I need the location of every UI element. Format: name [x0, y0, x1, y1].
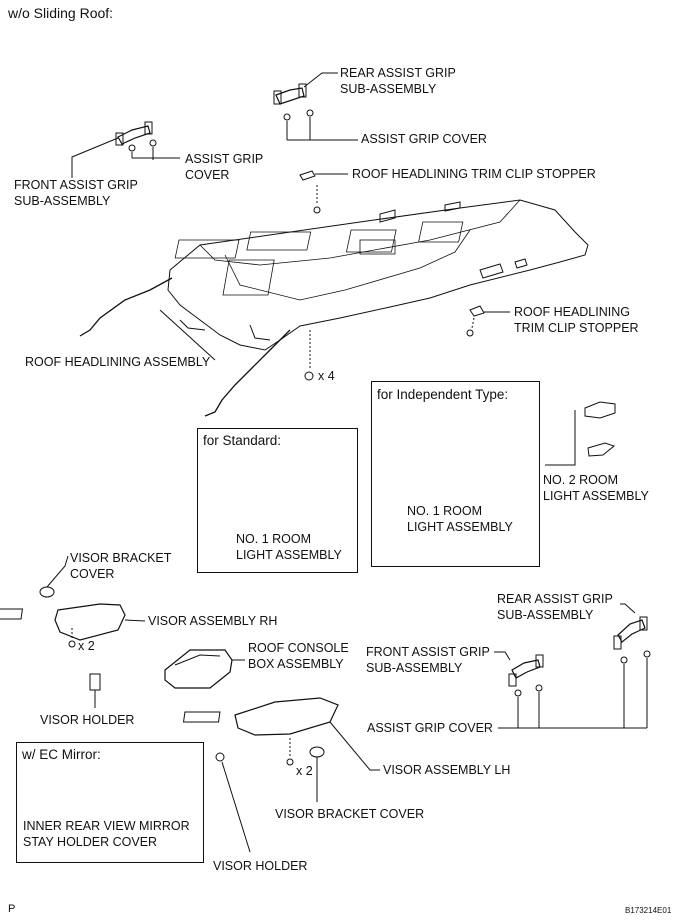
- label-line: TRIM CLIP STOPPER: [514, 320, 639, 335]
- standard-room-light-label: NO. 1 ROOM LIGHT ASSEMBLY: [236, 532, 342, 563]
- label-assist-grip-cover-bottom: ASSIST GRIP COVER: [367, 721, 493, 735]
- footer-left: P: [8, 903, 16, 915]
- label-rear-assist-grip-top: REAR ASSIST GRIP SUB-ASSEMBLY: [340, 66, 456, 97]
- label-line: NO. 1 ROOM: [407, 504, 483, 518]
- clip-stopper-right: [466, 305, 510, 337]
- label-line: FRONT ASSIST GRIP: [14, 178, 138, 192]
- label-line: NO. 1 ROOM: [236, 532, 312, 546]
- label-line: LIGHT ASSEMBLY: [543, 488, 649, 503]
- front-assist-grip-bottom: [494, 651, 647, 729]
- footer-code: B173214E01: [625, 906, 672, 915]
- diagram-header: w/o Sliding Roof:: [8, 5, 114, 21]
- no2-room-light: [545, 401, 616, 466]
- label-front-assist-grip-bottom: FRONT ASSIST GRIP SUB-ASSEMBLY: [366, 645, 490, 676]
- front-assist-grip-top: [71, 121, 180, 178]
- label-no2-room-light: NO. 2 ROOM LIGHT ASSEMBLY: [543, 473, 649, 504]
- label-clip-stopper-right: ROOF HEADLINING TRIM CLIP STOPPER: [514, 305, 639, 336]
- independent-box-title: for Independent Type:: [377, 387, 509, 402]
- label-line: SUB-ASSEMBLY: [340, 81, 437, 96]
- label-x4: x 4: [318, 369, 335, 383]
- label-roof-console: ROOF CONSOLE BOX ASSEMBLY: [248, 641, 349, 672]
- label-line: SUB-ASSEMBLY: [497, 607, 594, 622]
- label-visor-rh: VISOR ASSEMBLY RH: [148, 614, 278, 628]
- label-line: NO. 2 ROOM: [543, 473, 619, 487]
- label-line: VISOR BRACKET: [70, 551, 172, 565]
- label-front-assist-grip-top: FRONT ASSIST GRIP SUB-ASSEMBLY: [14, 178, 138, 209]
- clip-stopper-top: [299, 170, 348, 214]
- visor-rh-group: [0, 555, 146, 708]
- roof-headlining-panel: [79, 199, 589, 417]
- roof-console-group: [164, 649, 245, 689]
- label-assist-grip-cover-left: ASSIST GRIP COVER: [185, 152, 263, 183]
- ec-mirror-label: INNER REAR VIEW MIRROR STAY HOLDER COVER: [23, 819, 190, 850]
- label-line: STAY HOLDER COVER: [23, 834, 158, 849]
- label-line: BOX ASSEMBLY: [248, 656, 344, 671]
- label-visor-holder-left: VISOR HOLDER: [40, 713, 135, 727]
- label-visor-bracket-cover-left: VISOR BRACKET COVER: [70, 551, 171, 582]
- label-line: ROOF CONSOLE: [248, 641, 349, 655]
- label-line: REAR ASSIST GRIP: [340, 66, 456, 80]
- rear-assist-grip-top: [273, 72, 358, 141]
- label-clip-stopper-top: ROOF HEADLINING TRIM CLIP STOPPER: [352, 167, 596, 181]
- rear-assist-grip-bottom: [613, 603, 651, 728]
- label-line: REAR ASSIST GRIP: [497, 592, 613, 606]
- independent-type-box: for Independent Type: NO. 1 ROOM LIGHT A…: [371, 381, 540, 567]
- ec-mirror-box-title: w/ EC Mirror:: [22, 747, 101, 762]
- ec-mirror-box: w/ EC Mirror: INNER REAR VIEW MIRROR STA…: [16, 742, 204, 863]
- label-line: ROOF HEADLINING: [514, 305, 630, 319]
- label-visor-lh: VISOR ASSEMBLY LH: [383, 763, 511, 777]
- label-line: SUB-ASSEMBLY: [14, 193, 111, 208]
- label-line: COVER: [70, 566, 115, 581]
- label-visor-bracket-cover-bottom: VISOR BRACKET COVER: [275, 807, 425, 821]
- label-line: FRONT ASSIST GRIP: [366, 645, 490, 659]
- visor-lh-group: [182, 697, 380, 853]
- label-visor-holder-bottom: VISOR HOLDER: [213, 859, 308, 873]
- label-x2-right: x 2: [296, 764, 313, 778]
- label-x2-left: x 2: [78, 639, 95, 653]
- label-line: LIGHT ASSEMBLY: [407, 519, 513, 534]
- label-line: ASSIST GRIP: [185, 152, 264, 166]
- label-roof-headlining: ROOF HEADLINING ASSEMBLY: [25, 355, 211, 369]
- label-line: SUB-ASSEMBLY: [366, 660, 463, 675]
- standard-box: for Standard: NO. 1 ROOM LIGHT ASSEMBLY: [197, 428, 358, 573]
- label-rear-assist-grip-bottom: REAR ASSIST GRIP SUB-ASSEMBLY: [497, 592, 613, 623]
- label-line: COVER: [185, 167, 230, 182]
- label-line: INNER REAR VIEW MIRROR: [23, 819, 190, 833]
- standard-box-title: for Standard:: [203, 433, 282, 448]
- label-assist-grip-cover-top: ASSIST GRIP COVER: [361, 132, 487, 146]
- independent-room-light-label: NO. 1 ROOM LIGHT ASSEMBLY: [407, 504, 513, 535]
- label-line: LIGHT ASSEMBLY: [236, 547, 342, 562]
